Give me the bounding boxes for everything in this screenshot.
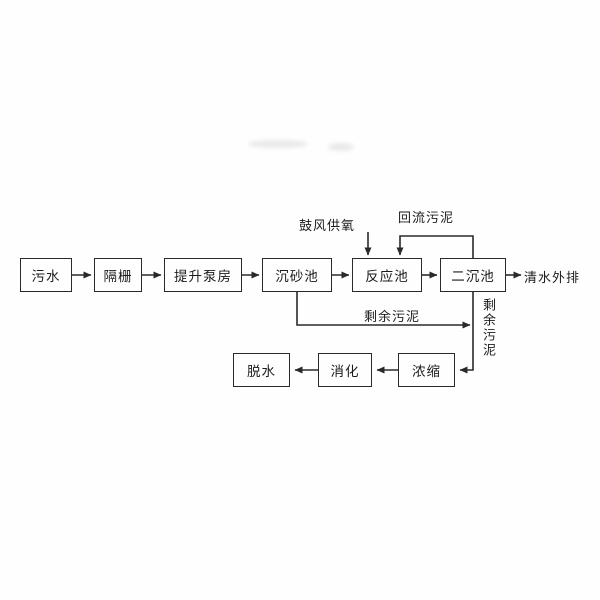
label-clean-water-discharge: 清水外排 <box>524 271 581 286</box>
box-lift-pump-station: 提升泵房 <box>164 258 242 292</box>
box-sewage: 污水 <box>20 258 72 292</box>
label-excess-sludge-horizontal: 剩余污泥 <box>364 310 421 325</box>
box-digestion: 消化 <box>318 353 372 387</box>
box-reaction-tank: 反应池 <box>352 258 422 292</box>
label-excess-sludge-vertical: 剩余污泥 <box>480 298 495 358</box>
scan-artifact <box>328 143 354 151</box>
box-bar-screen: 隔栅 <box>94 258 142 292</box>
scan-artifact <box>248 140 308 148</box>
label-return-sludge: 回流污泥 <box>398 211 455 226</box>
label-blower-oxygen: 鼓风供氧 <box>299 219 356 234</box>
box-secondary-clarifier: 二沉池 <box>440 258 506 292</box>
box-thickening: 浓缩 <box>398 353 455 387</box>
box-dewatering: 脱水 <box>233 353 290 387</box>
box-grit-chamber: 沉砂池 <box>262 258 332 292</box>
